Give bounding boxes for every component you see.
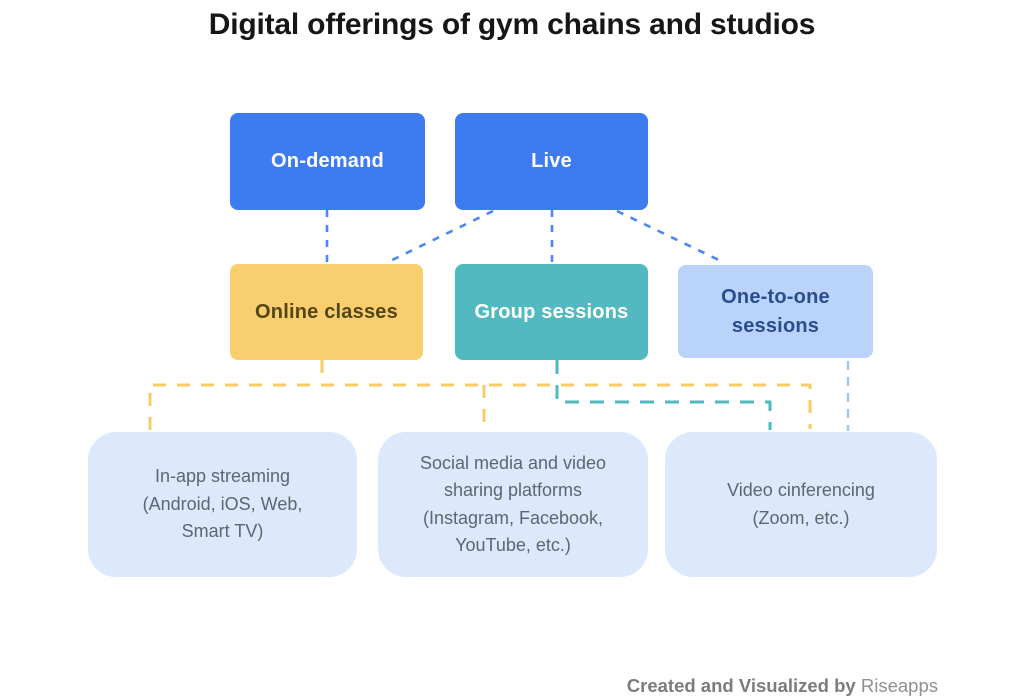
- leaf-video-conferencing-label: Video cinferencing (Zoom, etc.): [727, 480, 875, 528]
- node-on-demand-label: On-demand: [271, 150, 384, 172]
- node-group-sessions: Group sessions: [455, 264, 648, 360]
- edge-live-to-online-classes: [387, 209, 494, 264]
- node-on-demand: On-demand: [230, 113, 425, 210]
- leaf-in-app-streaming-label: In-app streaming (Android, iOS, Web, Sma…: [142, 466, 303, 542]
- attribution-footer: Created and Visualized by Riseapps: [627, 675, 938, 697]
- leaf-social-media-platforms-label: Social media and video sharing platforms…: [419, 452, 607, 555]
- brand-name: Riseapps: [860, 675, 938, 696]
- leaf-video-conferencing: Video cinferencing (Zoom, etc.): [665, 432, 937, 577]
- node-live-label: Live: [531, 150, 572, 172]
- edge-online-classes-to-inapp-and-video: [148, 383, 812, 430]
- edge-group-sessions-to-video: [555, 360, 772, 430]
- node-live: Live: [455, 113, 648, 210]
- node-online-classes: Online classes: [230, 264, 423, 360]
- leaf-social-media-platforms: Social media and video sharing platforms…: [378, 432, 648, 577]
- node-group-sessions-label: Group sessions: [474, 300, 629, 323]
- leaf-in-app-streaming: In-app streaming (Android, iOS, Web, Sma…: [88, 432, 357, 577]
- node-one-to-one-sessions-label: One-to-one sessions: [721, 285, 830, 337]
- attribution-text: Created and Visualized by: [626, 675, 856, 696]
- edge-live-to-one-to-one: [616, 209, 724, 264]
- node-online-classes-label: Online classes: [255, 300, 398, 323]
- node-one-to-one-sessions: One-to-one sessions: [678, 265, 873, 358]
- page-title: Digital offerings of gym chains and stud…: [208, 8, 816, 41]
